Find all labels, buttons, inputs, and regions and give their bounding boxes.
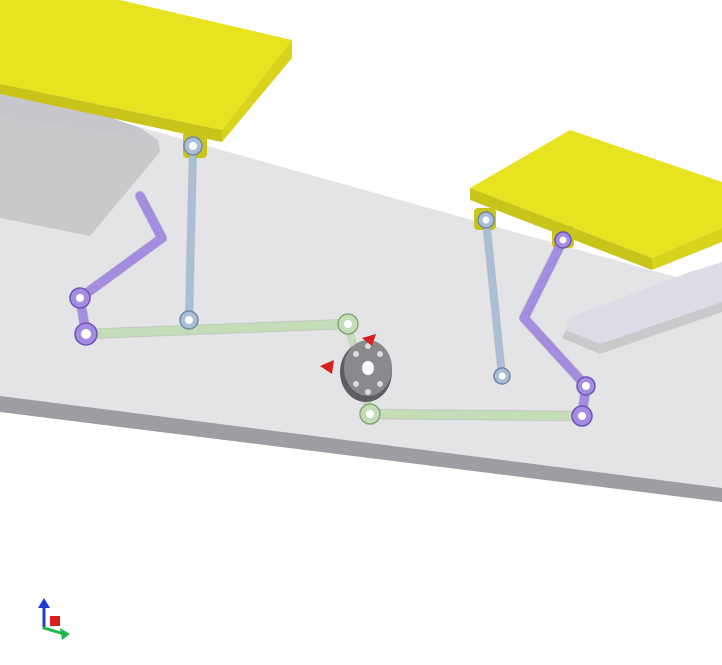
purple-bent-links	[75, 191, 591, 421]
crank-disk-hole	[377, 381, 383, 387]
crank-disk[interactable]	[340, 340, 392, 402]
crank-disk-hole	[353, 351, 359, 357]
joint-left-blue-bottom[interactable]	[179, 310, 199, 330]
blue-rocker-links	[185, 142, 506, 380]
joint-left-platform[interactable]	[183, 136, 203, 156]
left-platform-top	[0, 0, 292, 130]
crank-disk-hole	[365, 389, 371, 395]
crank-disk-hub	[362, 361, 374, 375]
right-blue-rod[interactable]	[482, 216, 506, 380]
ground-beam	[0, 88, 722, 502]
crank-disk-hole	[365, 343, 371, 349]
right-platform-side	[652, 228, 722, 270]
right-green-coupler[interactable]	[365, 409, 587, 421]
red-marker-arrow	[320, 360, 334, 374]
left-platform-front	[0, 84, 222, 142]
beam-bottom-edge	[0, 396, 722, 502]
left-support-face	[0, 118, 160, 236]
left-platform-side	[222, 40, 292, 142]
joint-crank-top[interactable]	[337, 313, 359, 335]
joint-left-purple-elbow[interactable]	[69, 287, 91, 309]
right-support-top	[566, 262, 722, 344]
motion-markers	[320, 334, 376, 374]
left-green-coupler[interactable]	[81, 319, 353, 339]
joint-right-platform-1[interactable]	[477, 211, 495, 229]
crank-disk-hole	[377, 351, 383, 357]
right-purple-link[interactable]	[519, 235, 591, 421]
left-blue-rod[interactable]	[185, 142, 197, 324]
joint-right-coupler-end[interactable]	[571, 405, 593, 427]
joint-right-platform-2[interactable]	[554, 231, 572, 249]
joint-right-blue-bottom[interactable]	[493, 367, 511, 385]
red-marker-arrow	[362, 334, 376, 346]
joint-left-coupler-end[interactable]	[74, 322, 98, 346]
left-purple-link[interactable]	[75, 191, 167, 339]
beam-top-face	[0, 88, 722, 495]
joint-right-purple-elbow[interactable]	[576, 376, 596, 396]
right-platform-top	[470, 130, 722, 258]
crank-disk-hole	[353, 381, 359, 387]
right-support-bracket	[562, 262, 722, 354]
joint-crank-bottom[interactable]	[359, 403, 381, 425]
left-platform	[0, 0, 292, 142]
joint-pins	[69, 136, 596, 427]
xyz-axis-triad-icon	[38, 598, 70, 640]
